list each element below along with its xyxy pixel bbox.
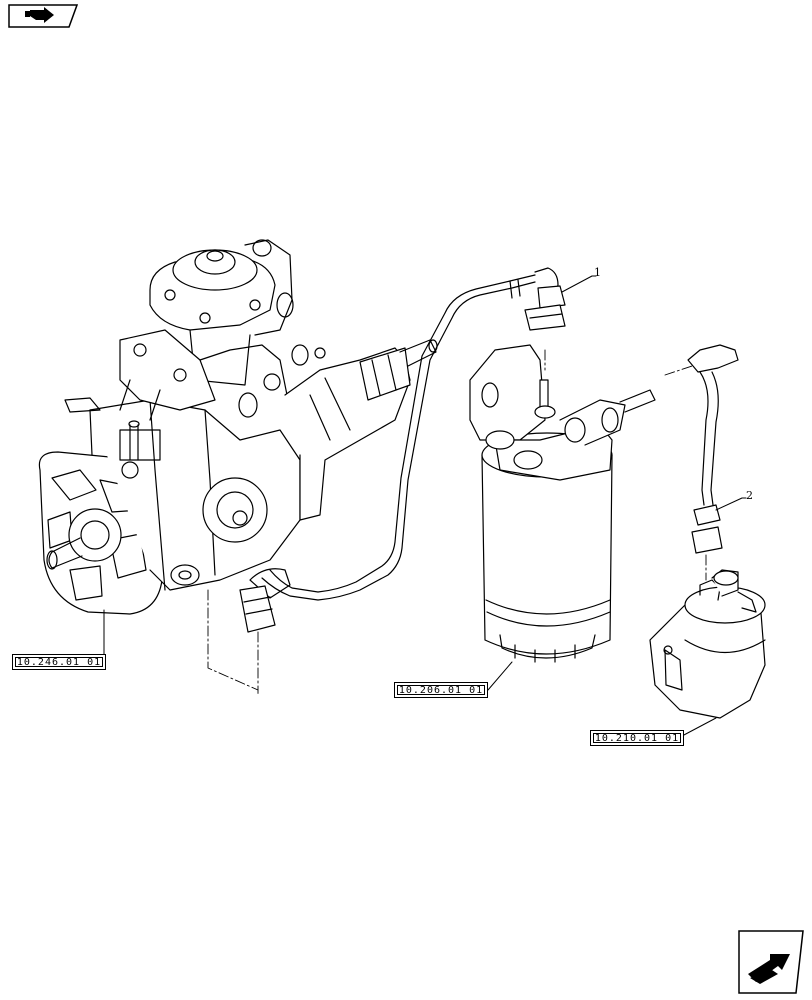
- ref-fuel-lift-pump[interactable]: 10.210.01 01: [590, 730, 684, 746]
- fuel-lift-pump-drawing: [649, 569, 766, 719]
- leader-fuel-filter: [487, 661, 513, 691]
- leader-item-1: [561, 275, 597, 293]
- fuel-filter-drawing: [469, 344, 656, 663]
- fuel-line-2: [687, 344, 739, 554]
- callout-item-1: 1: [594, 266, 601, 279]
- ref-injection-pump[interactable]: 10.246.01 01: [12, 654, 106, 670]
- callout-item-2: 2: [746, 489, 753, 502]
- previous-page-icon[interactable]: [8, 4, 79, 28]
- fuel-line-1: [261, 267, 566, 601]
- leader-lift-pump: [681, 717, 717, 737]
- leader-item-2: [715, 497, 747, 511]
- injection-pump-drawing: [38, 239, 438, 633]
- next-page-icon[interactable]: [738, 930, 804, 994]
- ref-fuel-filter[interactable]: 10.206.01 01: [394, 682, 488, 698]
